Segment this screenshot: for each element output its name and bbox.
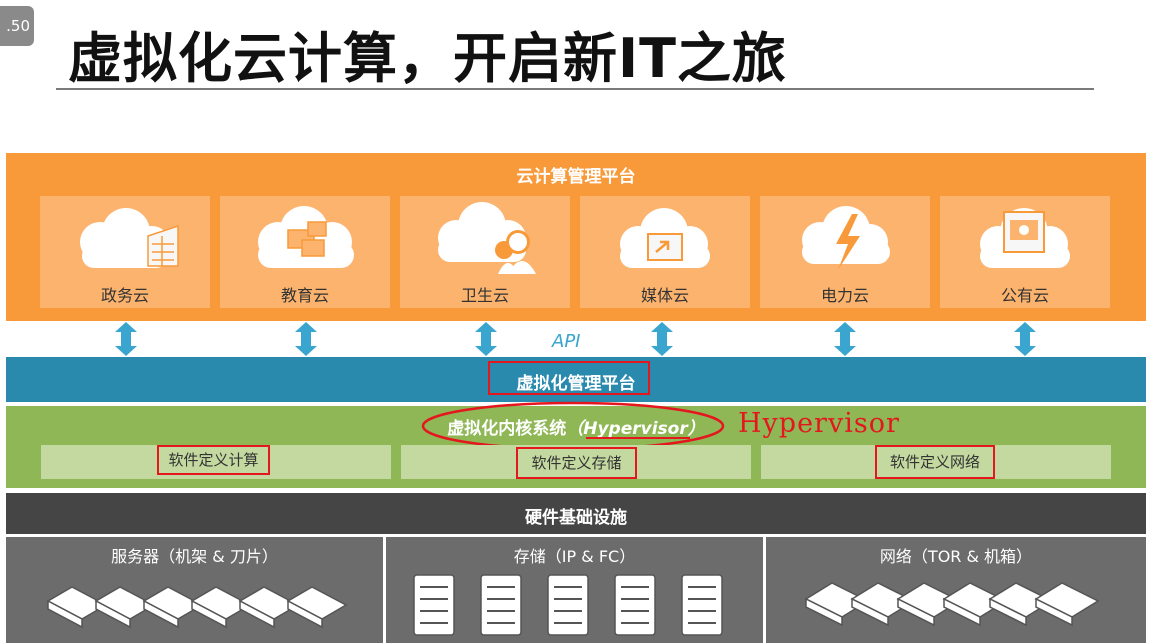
cloud-tile-government: 政务云	[40, 196, 210, 308]
api-label: API	[552, 331, 581, 352]
server-cloud-icon	[980, 208, 1070, 268]
hardware-title: 硬件基础设施	[525, 508, 627, 528]
hardware-column-network: 网络（TOR & 机箱）	[766, 537, 1146, 643]
hypervisor-title-text: 虚拟化内核系统	[447, 419, 567, 439]
tile-label: 媒体云	[640, 286, 689, 305]
building-cloud-icon	[80, 208, 179, 268]
hypervisor-title-paren: （Hypervisor）	[566, 419, 705, 439]
lightning-cloud-icon	[802, 206, 890, 270]
hypervisor-title: 虚拟化内核系统（Hypervisor）	[6, 414, 1146, 439]
screens-cloud-icon	[258, 206, 354, 268]
title-divider	[56, 88, 1094, 90]
tile-label: 教育云	[280, 286, 329, 305]
page-title: 虚拟化云计算，开启新IT之旅	[68, 27, 787, 90]
zoom-badge[interactable]: .50	[0, 6, 34, 46]
sdx-network-box	[761, 445, 1111, 479]
hardware-column-label: 存储（IP & FC）	[513, 547, 636, 566]
network-switch-icon	[804, 582, 1100, 627]
api-arrow-icon	[295, 322, 317, 356]
cloud-tile-media: 媒体云	[580, 196, 750, 308]
hypervisor-annotation: Hypervisor	[738, 408, 900, 439]
tile-label: 公有云	[1000, 286, 1049, 305]
storage-array-icon	[413, 574, 723, 636]
api-arrow-icon	[475, 322, 497, 356]
hardware-column-storage: 存储（IP & FC）	[386, 537, 763, 643]
server-rack-icon	[46, 586, 348, 629]
virtualization-management-title: 虚拟化管理平台	[516, 374, 636, 394]
tile-label: 卫生云	[460, 286, 509, 305]
hardware-bar: 硬件基础设施	[6, 493, 1146, 534]
sdx-storage-label: 软件定义存储	[516, 447, 637, 479]
cloud-management-title: 云计算管理平台	[516, 167, 636, 187]
tile-label: 电力云	[820, 286, 869, 305]
api-arrow-icon	[1014, 322, 1036, 356]
cloud-management-panel: 云计算管理平台 政务云 教育云 卫生云 媒体云	[6, 153, 1146, 321]
hardware-column-label: 网络（TOR & 机箱）	[879, 547, 1033, 566]
api-arrow-icon	[651, 322, 673, 356]
api-arrow-icon	[834, 322, 856, 356]
sdx-compute-label: 软件定义计算	[157, 445, 270, 475]
api-arrow-icon	[115, 322, 137, 356]
cloud-tile-education: 教育云	[220, 196, 390, 308]
tile-label: 政务云	[100, 286, 149, 305]
cloud-tile-power: 电力云	[760, 196, 930, 308]
cloud-tile-public: 公有云	[940, 196, 1110, 308]
hardware-column-servers: 服务器（机架 & 刀片）	[6, 537, 383, 643]
sdx-storage-box	[401, 445, 751, 479]
people-cloud-icon	[438, 202, 536, 274]
cloud-tile-health: 卫生云	[400, 196, 570, 308]
media-cloud-icon	[620, 208, 710, 268]
highlight-box	[488, 361, 650, 395]
sdx-network-label: 软件定义网络	[875, 445, 995, 479]
hardware-column-label: 服务器（机架 & 刀片）	[111, 547, 278, 566]
